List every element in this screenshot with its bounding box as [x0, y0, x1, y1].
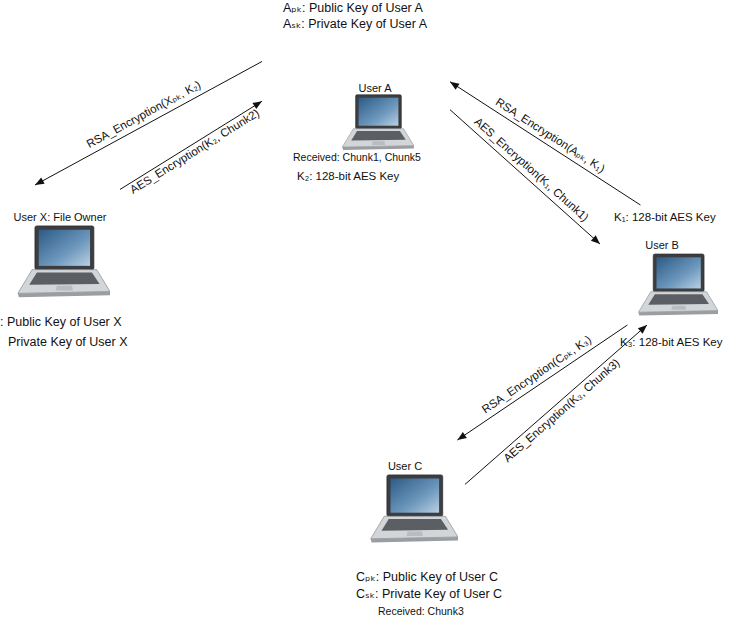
- edge-label: AES_Encryption(K₃, Chunk3): [501, 357, 623, 466]
- arrow-head: [638, 325, 647, 334]
- arrow-head: [591, 235, 600, 244]
- arrow-head: [450, 82, 460, 90]
- key-note: Received: Chunk1, Chunk5: [293, 151, 421, 164]
- user-node: User C: [360, 440, 465, 540]
- key-note: K₂: 128-bit AES Key: [297, 170, 399, 184]
- laptop-icon: [371, 475, 458, 543]
- user-name: User A: [358, 82, 391, 95]
- user-name: User C: [388, 460, 422, 473]
- key-note: K₁: 128-bit AES Key: [614, 211, 716, 225]
- key-note: K₃: 128-bit AES Key: [620, 336, 723, 350]
- key-note: Aₚₖ: Public Key of User A: [283, 1, 423, 16]
- laptop-icon: [342, 95, 414, 150]
- key-note: Private Key of User X: [8, 335, 128, 350]
- key-note: Received: Chunk3: [378, 605, 464, 618]
- arrow-head: [457, 432, 466, 440]
- laptop-icon: [18, 226, 110, 297]
- key-note: : Public Key of User X: [0, 315, 122, 330]
- user-name: User X: File Owner: [14, 211, 107, 224]
- arrow-head: [35, 178, 45, 185]
- laptop-icon: [638, 254, 718, 315]
- edge-label: RSA_Encryption(Aₚₖ, K₁): [493, 95, 608, 176]
- user-name: User B: [645, 239, 679, 252]
- key-note: Aₛₖ: Private Key of User A: [283, 17, 427, 32]
- arrow-line: [465, 325, 647, 484]
- key-note: Cₚₖ: Public Key of User C: [356, 570, 498, 585]
- user-node: User X: File Owner: [0, 185, 120, 300]
- user-node: User A: [262, 50, 450, 152]
- edge-label: RSA_Encryption(Xₚₖ, K₂): [85, 79, 204, 152]
- message-arrow: [450, 110, 600, 244]
- message-arrow: [465, 325, 647, 484]
- arrow-line: [450, 110, 600, 244]
- key-note: Cₛₖ: Private Key of User C: [356, 587, 502, 602]
